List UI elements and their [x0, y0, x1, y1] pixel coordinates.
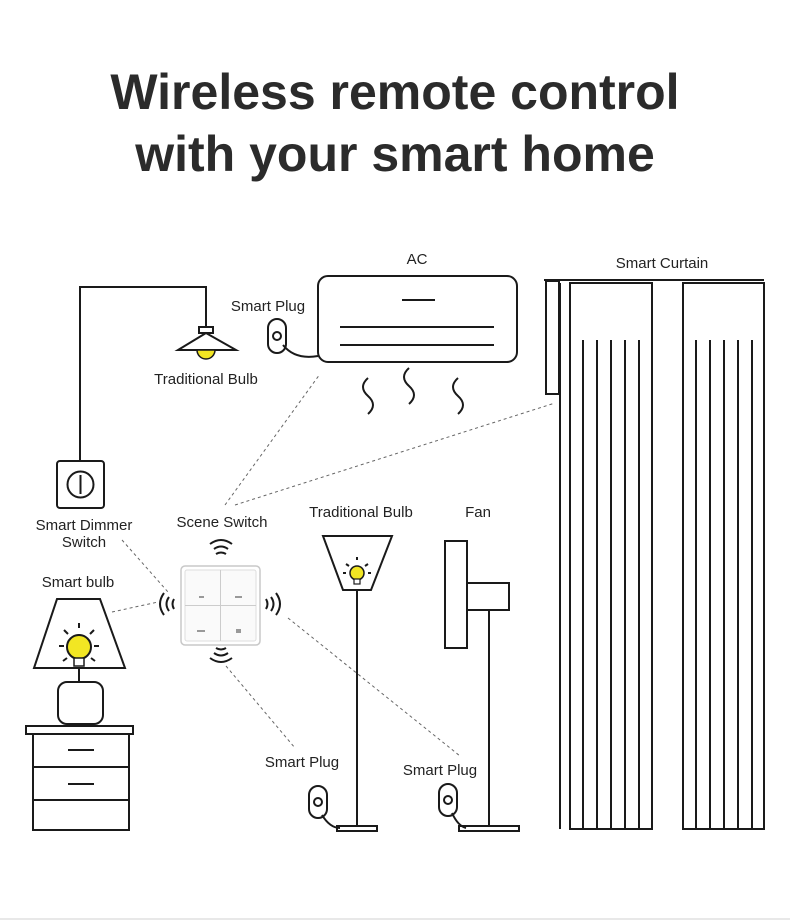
smart-plug-floor-lamp-icon — [308, 785, 341, 829]
label-smart-plug-fan: Smart Plug — [403, 762, 477, 779]
table-lamp-base — [57, 681, 104, 725]
smart-plug-ac-icon — [267, 318, 319, 358]
fan-head — [444, 540, 468, 649]
nightstand — [25, 725, 134, 831]
headline-line-1: Wireless remote control — [110, 64, 680, 120]
label-smart-plug-ac: Smart Plug — [231, 298, 305, 315]
airflow-3 — [452, 377, 464, 415]
link-to-ac — [224, 373, 321, 506]
signal-left-icon — [159, 592, 175, 616]
signal-bottom-icon — [209, 647, 233, 663]
label-ac: AC — [407, 251, 428, 268]
table-lamp — [32, 598, 127, 725]
lamp-wire — [79, 286, 207, 460]
ac-body — [317, 275, 518, 363]
headline-line-2: with your smart home — [135, 126, 655, 182]
label-fan: Fan — [465, 504, 491, 521]
fan-motor — [466, 582, 510, 611]
label-smart-dimmer-line2: Switch — [62, 534, 106, 551]
label-smart-bulb: Smart bulb — [42, 574, 115, 591]
curtain-motor — [545, 280, 560, 395]
link-to-plug-fan — [287, 617, 461, 757]
airflow-2 — [403, 367, 415, 405]
smart-plug-fan-icon — [438, 783, 467, 829]
signal-top-icon — [209, 539, 233, 555]
link-to-dimmer — [121, 539, 169, 593]
link-to-plug-floor — [225, 665, 296, 749]
ceiling-bulb-icon — [196, 349, 216, 360]
link-to-smart-bulb — [111, 601, 159, 613]
signal-right-icon — [265, 592, 281, 616]
smart-bulb-icon — [59, 623, 99, 667]
smart-dimmer-switch — [56, 460, 105, 509]
scene-switch — [159, 539, 281, 663]
label-traditional-bulb-ceiling: Traditional Bulb — [154, 371, 258, 388]
lamp-shade-icon — [174, 331, 240, 351]
link-to-curtain — [234, 402, 556, 506]
label-smart-dimmer-line1: Smart Dimmer — [36, 517, 133, 534]
floor-lamp-shade — [321, 535, 394, 591]
floor-lamp — [321, 535, 394, 832]
label-traditional-bulb-floor: Traditional Bulb — [309, 504, 413, 521]
fan — [444, 540, 520, 832]
label-smart-curtain: Smart Curtain — [616, 255, 709, 272]
smart-curtain — [544, 279, 765, 830]
dimmer-knob-icon — [66, 470, 95, 499]
airflow-1 — [362, 377, 374, 415]
floor-bulb-icon — [343, 557, 371, 585]
air-conditioner — [317, 275, 518, 415]
ceiling-lamp — [79, 286, 240, 460]
table-lamp-shade — [32, 598, 127, 669]
label-scene-switch: Scene Switch — [177, 514, 268, 531]
label-smart-plug-floor-lamp: Smart Plug — [265, 754, 339, 771]
wireless-links — [111, 373, 556, 757]
